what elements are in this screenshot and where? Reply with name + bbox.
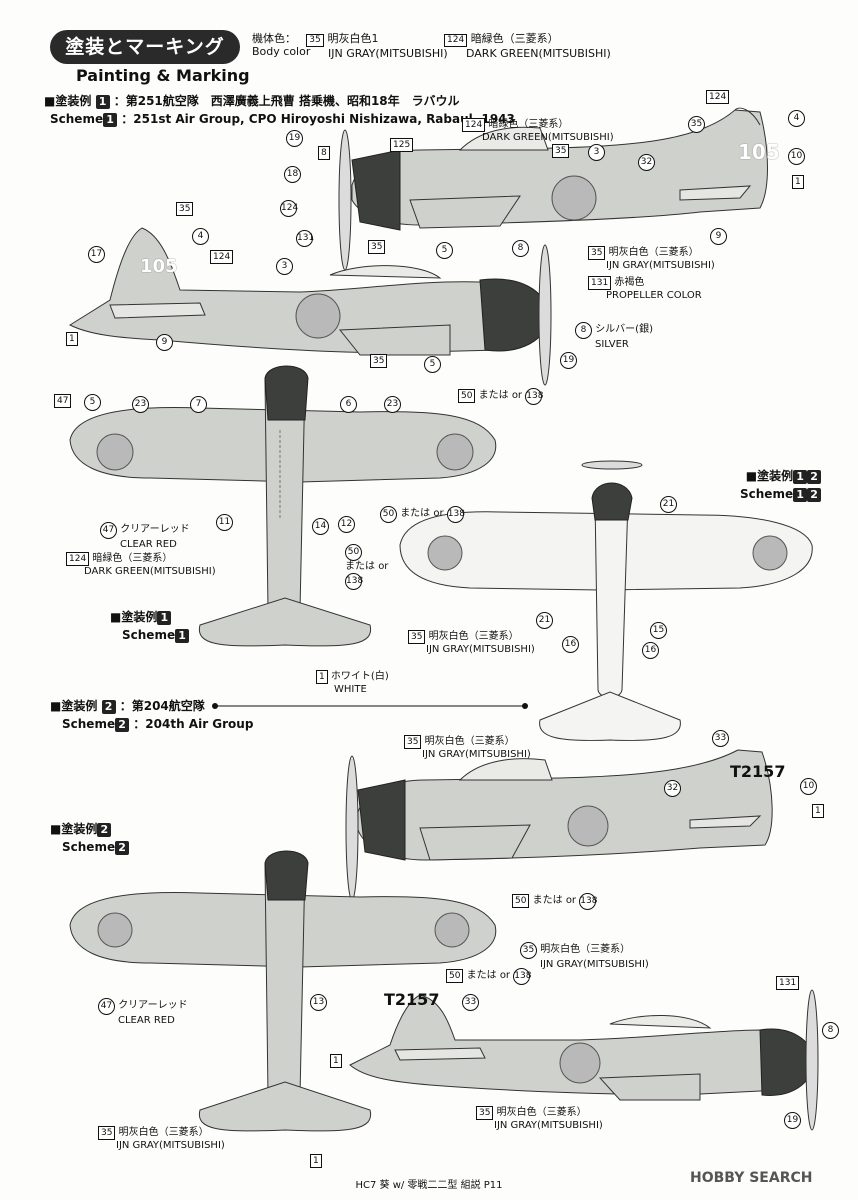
tail-code-scheme1-left: 105: [140, 256, 178, 277]
scheme2-heading-ja: ■塗装例 2 ：第204航空隊: [50, 699, 205, 714]
callout-9: 9: [710, 228, 727, 245]
callout-32: 32: [638, 154, 655, 171]
callout-124-dark-green-2: 124 暗緑色（三菱系） DARK GREEN(MITSUBISHI): [66, 552, 216, 578]
watermark: HOBBY SEARCH: [690, 1170, 813, 1186]
tail-code-scheme1-right: 105: [738, 140, 780, 164]
callout-12: 12: [338, 516, 355, 533]
callout-19c: 19: [784, 1112, 801, 1129]
callout-13: 13: [310, 994, 327, 1011]
callout-50-or-138-3: 50 または or 138: [345, 544, 388, 590]
callout-35-gray-4: 35 明灰白色（三菱系） IJN GRAY(MITSUBISHI): [520, 942, 649, 971]
scheme1-top-view: [69, 365, 497, 647]
callout-47-clear-red: 47 クリアーレッド CLEAR RED: [100, 522, 190, 551]
callout-5: 5: [436, 242, 453, 259]
callout-131b: 131: [776, 976, 800, 990]
scheme1-side-profile-right: [338, 107, 768, 271]
callout-11: 11: [216, 514, 233, 531]
body-color-35: 35 明灰白色1 IJN GRAY(MITSUBISHI): [306, 32, 448, 60]
callout-35b: 35: [176, 202, 194, 216]
callout-8c: 8: [822, 1022, 839, 1039]
callout-47: 47: [54, 394, 72, 408]
callout-23b: 23: [384, 396, 401, 413]
callout-35-gray-6: 35 明灰白色（三菱系） IJN GRAY(MITSUBISHI): [98, 1126, 225, 1152]
scheme1-heading-ja: ■塗装例 1 ：第251航空隊 西澤廣義上飛曹 搭乗機、昭和18年 ラバウル: [44, 94, 460, 109]
callout-124: 124: [280, 200, 298, 217]
callout-50-or-138-2: 50 または or 138: [380, 506, 465, 523]
callout-35-gray-5: 35 明灰白色（三菱系） IJN GRAY(MITSUBISHI): [476, 1106, 603, 1132]
callout-6: 6: [340, 396, 357, 413]
callout-8-silver: 8 シルバー(銀) SILVER: [575, 322, 653, 351]
callout-1-white: 1 ホワイト(白) WHITE: [316, 670, 389, 696]
scheme2-side-profile-right: [345, 749, 773, 901]
callout-50-or-138-4: 50 または or 138: [512, 893, 597, 910]
callout-4b: 4: [192, 228, 209, 245]
callout-32b: 32: [664, 780, 681, 797]
callout-21b: 21: [536, 612, 553, 629]
callout-1c: 1: [812, 804, 824, 818]
callout-50-or-138: 50 または or 138: [458, 388, 543, 405]
callout-23: 23: [132, 396, 149, 413]
callout-8: 8: [318, 146, 330, 160]
scheme1-side-profile-left: [68, 227, 552, 386]
callout-18: 18: [284, 166, 301, 183]
callout-35-gray: 35 明灰白色（三菱系） IJN GRAY(MITSUBISHI): [588, 246, 715, 272]
callout-1e: 1: [330, 1054, 342, 1068]
callout-47-clear-red-2: 47 クリアーレッド CLEAR RED: [98, 998, 188, 1027]
callout-4: 4: [788, 110, 805, 127]
callout-35-tail: 35: [688, 116, 705, 133]
tail-code-scheme2-left: T2157: [384, 990, 440, 1009]
callout-124-dark-green: 124 暗緑色（三菱系） DARK GREEN(MITSUBISHI): [462, 118, 614, 144]
page-subtitle: Painting & Marking: [76, 66, 250, 85]
callout-124-tail: 124: [706, 90, 730, 104]
callout-131-propeller: 131 赤褐色 PROPELLER COLOR: [588, 276, 702, 302]
callout-10: 10: [788, 148, 805, 165]
callout-19b: 19: [560, 352, 577, 369]
page-title: 塗装とマーキング: [50, 30, 240, 64]
callout-5b: 5: [424, 356, 441, 373]
body-color-label: 機体色： Body color: [252, 32, 311, 58]
callout-10b: 10: [800, 778, 817, 795]
callout-16b: 16: [642, 642, 659, 659]
callout-33b: 33: [462, 994, 479, 1011]
scheme2-side-profile-left: [349, 989, 819, 1131]
callout-35-gray-2: 35 明灰白色（三菱系） IJN GRAY(MITSUBISHI): [408, 630, 535, 656]
callout-125: 125: [390, 138, 414, 152]
callout-3b: 3: [276, 258, 293, 275]
callout-33: 33: [712, 730, 729, 747]
callout-8b: 8: [512, 240, 529, 257]
callout-1b: 1: [66, 332, 78, 346]
callout-19: 19: [286, 130, 303, 147]
callout-16: 16: [562, 636, 579, 653]
underside-view: [399, 460, 813, 741]
callout-5c: 5: [84, 394, 101, 411]
callout-9b: 9: [156, 334, 173, 351]
callout-1: 1: [792, 175, 804, 189]
callout-14: 14: [312, 518, 329, 535]
tail-code-scheme2-right: T2157: [730, 762, 786, 781]
callout-1d: 1: [310, 1154, 322, 1168]
callout-15: 15: [650, 622, 667, 639]
callout-17: 17: [88, 246, 105, 263]
page-footer: HC7 葵 w/ 零戦二二型 組説 P11: [355, 1180, 503, 1191]
callout-35c: 35: [368, 240, 386, 254]
callout-131: 131: [296, 230, 314, 247]
callout-35-gray-3: 35 明灰白色（三菱系） IJN GRAY(MITSUBISHI): [404, 735, 531, 761]
callout-35: 35: [552, 144, 570, 158]
callout-50-or-138-5: 50 または or 138: [446, 968, 531, 985]
body-color-124: 124 暗緑色（三菱系） DARK GREEN(MITSUBISHI): [444, 32, 611, 60]
callout-3: 3: [588, 144, 605, 161]
scheme2-top-view: [69, 850, 497, 1132]
callout-35d: 35: [370, 354, 388, 368]
callout-7: 7: [190, 396, 207, 413]
callout-124b: 124: [210, 250, 234, 264]
callout-21: 21: [660, 496, 677, 513]
